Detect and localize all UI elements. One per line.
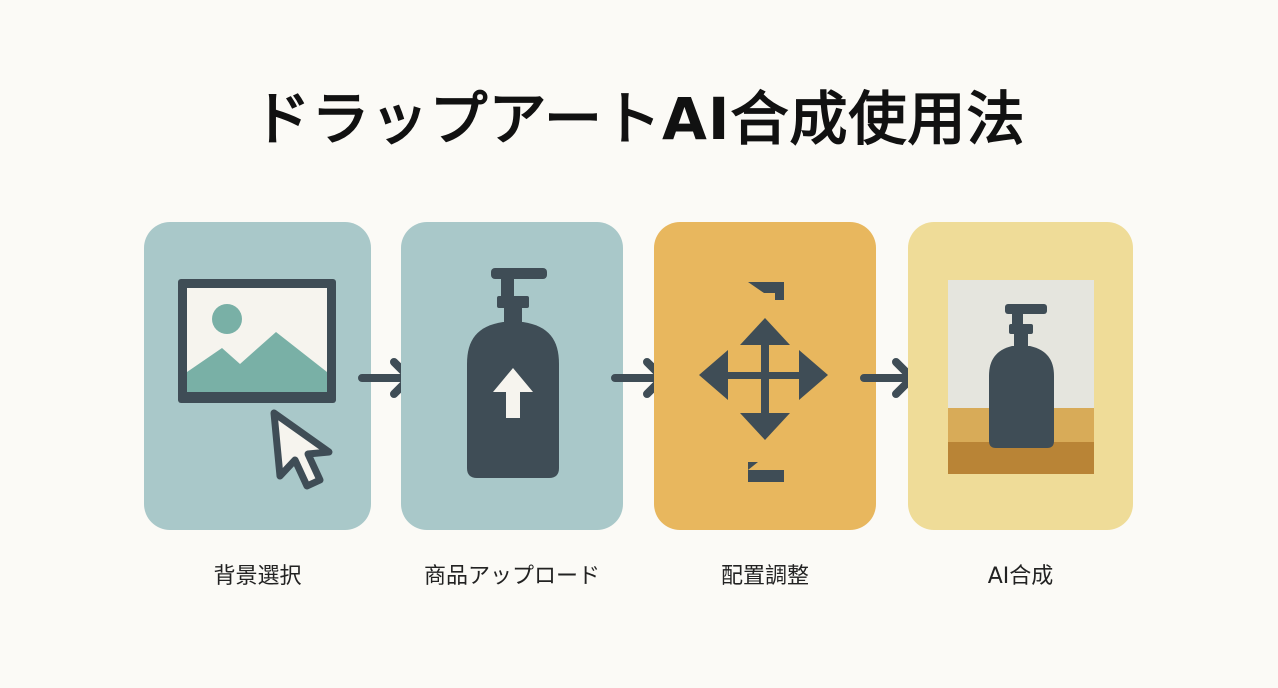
- step-label: 商品アップロード: [423, 564, 600, 589]
- step-card-ai-composite: [908, 222, 1133, 530]
- image-cursor-icon: [178, 279, 336, 490]
- step-card-placement-adjust: [654, 222, 876, 530]
- move-arrows-icon: [699, 282, 828, 482]
- step-card-product-upload: [401, 222, 623, 530]
- step-card-background-select: [144, 222, 371, 530]
- step-label: AI合成: [987, 564, 1054, 589]
- composite-bottle-icon: [948, 280, 1094, 474]
- bottle-upload-icon: [467, 268, 559, 478]
- step-label: 背景選択: [213, 564, 302, 589]
- page-title: ドラップアートAI合成使用法: [252, 85, 1026, 153]
- step-label: 配置調整: [720, 564, 809, 589]
